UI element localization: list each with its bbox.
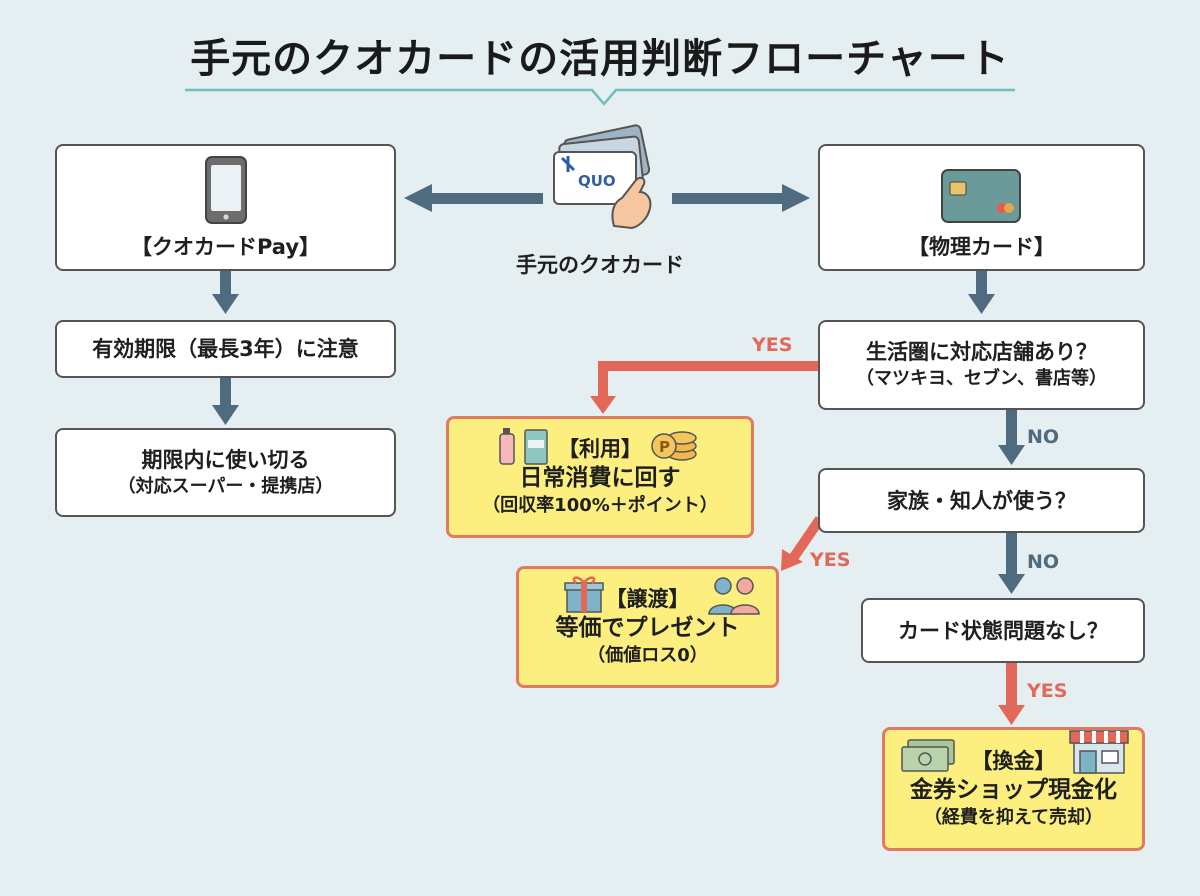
outcome-cash-head: 【換金】 — [971, 749, 1056, 773]
q1-line2: （マツキヨ、セブン、書店等） — [856, 368, 1107, 389]
quo-logo: QUO — [578, 172, 616, 190]
q3-yes-label: YES — [1027, 680, 1068, 702]
expiry-label: 有効期限（最長3年）に注意 — [92, 337, 359, 361]
arrow-q2-yes — [781, 516, 825, 571]
arrow-to-pay — [404, 184, 543, 212]
page-title: 手元のクオカードの活用判断フローチャート — [190, 36, 1010, 82]
arrow-expiry-to-use — [212, 378, 239, 425]
arrow-q1-yes — [590, 361, 818, 414]
outcome-gift-box: 【譲渡】 等価でプレゼント （価値ロス0） — [516, 566, 779, 688]
outcome-gift-line1: 等価でプレゼント — [555, 615, 740, 641]
physical-label: 【物理カード】 — [908, 235, 1055, 259]
expiry-box: 有効期限（最長3年）に注意 — [55, 320, 396, 378]
q2-line1: 家族・知人が使う？ — [887, 488, 1076, 513]
pay-label: 【クオカードPay】 — [130, 235, 321, 259]
q3-line1: カード状態問題なし？ — [898, 618, 1108, 643]
outcome-cash-line1: 金券ショップ現金化 — [910, 777, 1117, 803]
question-nearby-store: 生活圏に対応店舗あり？ （マツキヨ、セブン、書店等） — [818, 320, 1145, 410]
gift-icon — [564, 576, 604, 613]
arrow-q2-no — [998, 533, 1025, 594]
q2-no-label: NO — [1027, 551, 1060, 573]
outcome-use-line1: 日常消費に回す — [519, 465, 681, 491]
title-underline — [185, 88, 1015, 106]
bottles-icon — [499, 428, 548, 465]
outcome-use-head: 【利用】 — [558, 437, 642, 461]
svg-text:P: P — [659, 438, 670, 456]
credit-card-icon — [941, 169, 1021, 223]
outcome-gift-head: 【譲渡】 — [605, 587, 690, 611]
outcome-gift-line2: （価値ロス0） — [587, 645, 708, 666]
shop-icon — [1069, 730, 1129, 774]
arrow-physical-to-q1 — [968, 271, 995, 314]
q2-yes-label: YES — [810, 549, 851, 571]
arrow-q3-yes — [998, 663, 1025, 725]
use-within-expiry-box: 期限内に使い切る （対応スーパー・提携店） — [55, 428, 396, 517]
use-within-line2: （対応スーパー・提携店） — [117, 475, 334, 497]
center-caption: 手元のクオカード — [516, 253, 684, 277]
hand-holding-cards-icon: QUO — [553, 124, 652, 230]
outcome-cash-line2: （経費を抑えて売却） — [923, 807, 1104, 828]
outcome-use-box: 【利用】 日常消費に回す （回収率100%＋ポイント） — [446, 416, 754, 538]
use-within-line1: 期限内に使い切る — [141, 447, 310, 472]
cash-icon — [901, 739, 955, 772]
outcome-use-line2: （回収率100%＋ポイント） — [482, 495, 718, 516]
question-card-condition: カード状態問題なし？ — [861, 598, 1145, 663]
smartphone-icon — [205, 156, 247, 224]
q1-yes-label: YES — [752, 334, 793, 356]
arrow-to-physical — [672, 184, 810, 212]
q1-line1: 生活圏に対応店舗あり？ — [866, 340, 1097, 364]
people-icon — [708, 577, 760, 615]
arrow-pay-to-expiry — [212, 271, 239, 314]
question-family-use: 家族・知人が使う？ — [818, 468, 1145, 533]
q1-no-label: NO — [1027, 426, 1060, 448]
coins-icon: P — [651, 431, 697, 461]
arrow-q1-no — [998, 410, 1025, 465]
